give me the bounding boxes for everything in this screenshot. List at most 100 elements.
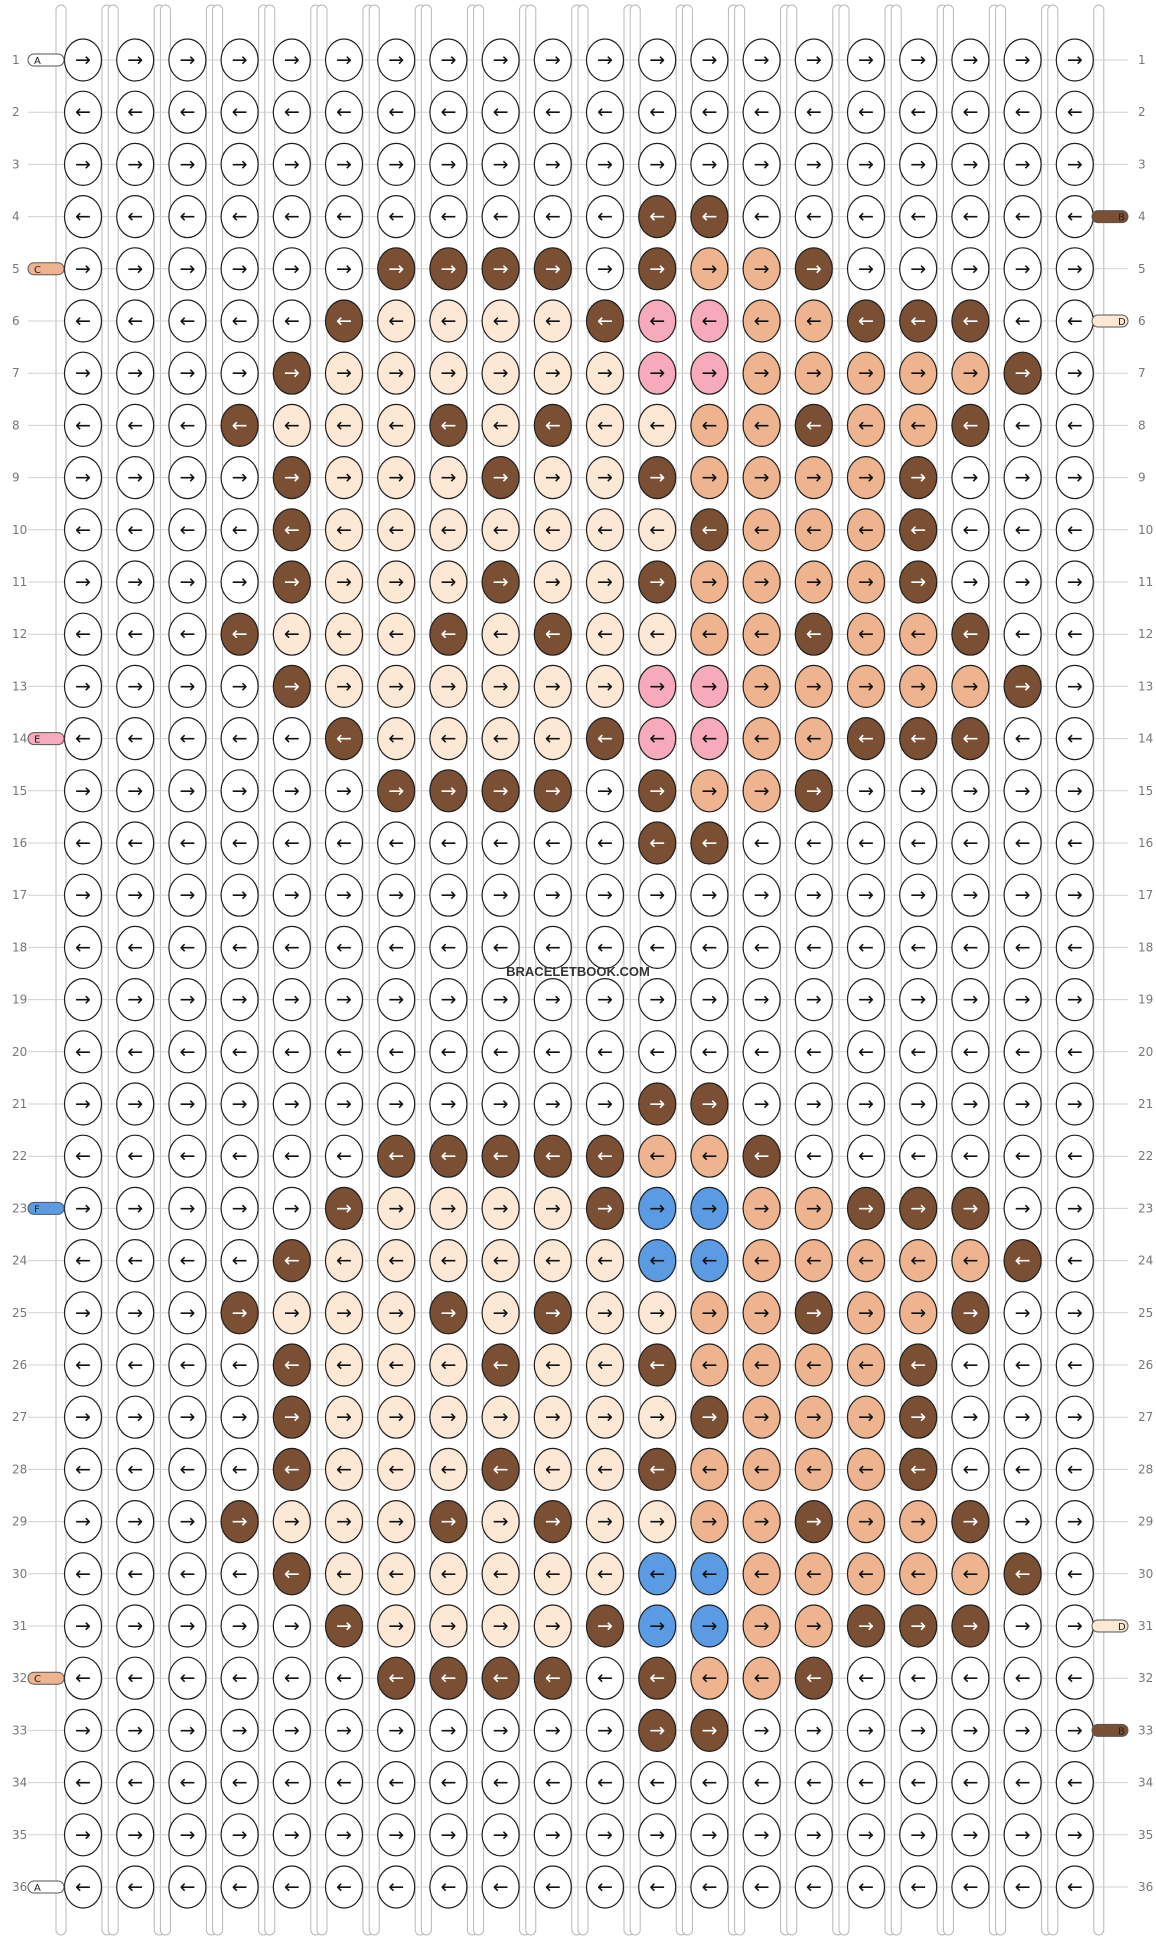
knot-arrow: ←: [284, 1876, 300, 1898]
knot-arrow: ←: [545, 936, 561, 958]
knot: →: [168, 664, 207, 709]
knot-arrow: ←: [597, 1145, 613, 1167]
knot-arrow: →: [284, 1197, 300, 1219]
knot-arrow: ←: [179, 1041, 195, 1063]
knot: →: [742, 769, 781, 813]
knot: →: [951, 38, 990, 82]
knot: →: [742, 1291, 781, 1335]
knot: →: [899, 560, 938, 604]
knot-arrow: →: [75, 675, 91, 697]
knot: ←: [846, 508, 886, 552]
knot-arrow: ←: [127, 1772, 143, 1794]
knot: →: [951, 1186, 990, 1231]
row-number-right: 5: [1138, 262, 1146, 276]
knot-arrow: →: [388, 49, 404, 71]
knot-arrow: ←: [336, 936, 352, 958]
knot: ←: [533, 612, 572, 656]
knot-arrow: ←: [336, 1458, 352, 1480]
knot: →: [951, 873, 990, 917]
knot-arrow: →: [806, 989, 822, 1011]
knot-arrow: ←: [545, 1772, 561, 1794]
knot: ←: [585, 1447, 625, 1492]
knot: →: [377, 1395, 416, 1439]
knot: →: [533, 1291, 572, 1335]
knot: →: [638, 1813, 677, 1857]
knot: ←: [324, 821, 364, 865]
knot: →: [481, 351, 520, 395]
knot-arrow: →: [388, 884, 404, 906]
knot-arrow: ←: [910, 1667, 926, 1689]
knot-arrow: →: [388, 1511, 404, 1533]
knot: ←: [429, 195, 468, 239]
string-line: [525, 4, 537, 1936]
knot: ←: [1003, 716, 1042, 761]
knot: ←: [690, 1865, 729, 1909]
knot: ←: [429, 1030, 468, 1074]
knot-arrow: →: [336, 258, 352, 280]
knot-arrow: ←: [910, 728, 926, 750]
knot: →: [951, 351, 990, 395]
knot-arrow: →: [649, 49, 665, 71]
knot-arrow: →: [858, 780, 874, 802]
knot: ←: [324, 403, 364, 447]
knot-arrow: ←: [962, 1563, 978, 1585]
knot-arrow: →: [597, 571, 613, 593]
knot: →: [481, 1395, 520, 1439]
knot: ←: [324, 299, 364, 343]
knot: →: [846, 1813, 886, 1857]
knot: →: [168, 1395, 207, 1439]
knot: ←: [794, 403, 833, 447]
knot: ←: [481, 1238, 520, 1283]
knot: →: [742, 1186, 781, 1231]
knot-arrow: →: [858, 362, 874, 384]
knot: →: [533, 664, 572, 709]
knot: ←: [899, 299, 938, 343]
knot-arrow: ←: [1067, 1354, 1083, 1376]
knot-arrow: ←: [232, 728, 248, 750]
knot-arrow: ←: [754, 1458, 770, 1480]
knot: →: [638, 1604, 677, 1648]
knot-arrow: →: [232, 1719, 248, 1741]
knot: ←: [481, 1760, 520, 1805]
knot-arrow: ←: [388, 101, 404, 123]
knot: ←: [220, 1238, 259, 1283]
knot: →: [585, 38, 625, 82]
knot-arrow: →: [806, 1093, 822, 1115]
knot-arrow: ←: [284, 623, 300, 645]
knot: ←: [585, 1552, 625, 1596]
knot-arrow: →: [962, 1197, 978, 1219]
knot-arrow: ←: [179, 1772, 195, 1794]
knot-arrow: ←: [232, 310, 248, 332]
knot: ←: [585, 821, 625, 865]
knot: ←: [220, 716, 259, 761]
knot: ←: [690, 716, 729, 761]
knot-arrow: →: [597, 467, 613, 489]
row-number-left: 13: [12, 679, 27, 693]
knot: ←: [272, 1447, 311, 1492]
knot: ←: [1003, 403, 1042, 447]
knot-arrow: →: [597, 675, 613, 697]
knot-arrow: →: [1067, 467, 1083, 489]
knot-arrow: ←: [806, 1667, 822, 1689]
knot: →: [481, 142, 520, 186]
knot: →: [690, 560, 729, 604]
string-end-right: [1091, 1723, 1129, 1737]
knot: ←: [951, 299, 990, 343]
knot: ←: [690, 1552, 729, 1596]
knot-arrow: →: [336, 1197, 352, 1219]
knot-arrow: ←: [962, 1458, 978, 1480]
knot: ←: [638, 195, 677, 239]
knot-arrow: ←: [597, 1772, 613, 1794]
knot-arrow: ←: [1067, 1667, 1083, 1689]
knot: ←: [794, 1343, 833, 1387]
string-end-right: [1091, 210, 1129, 224]
knot: →: [690, 1291, 729, 1335]
knot-arrow: ←: [806, 1772, 822, 1794]
knot: ←: [272, 925, 311, 970]
knot-arrow: →: [649, 153, 665, 175]
knot-arrow: ←: [179, 1563, 195, 1585]
watermark-text: BRACELETBOOK.COM: [506, 964, 650, 979]
knot-arrow: ←: [858, 728, 874, 750]
knot-arrow: ←: [754, 519, 770, 541]
knot: →: [585, 456, 625, 500]
